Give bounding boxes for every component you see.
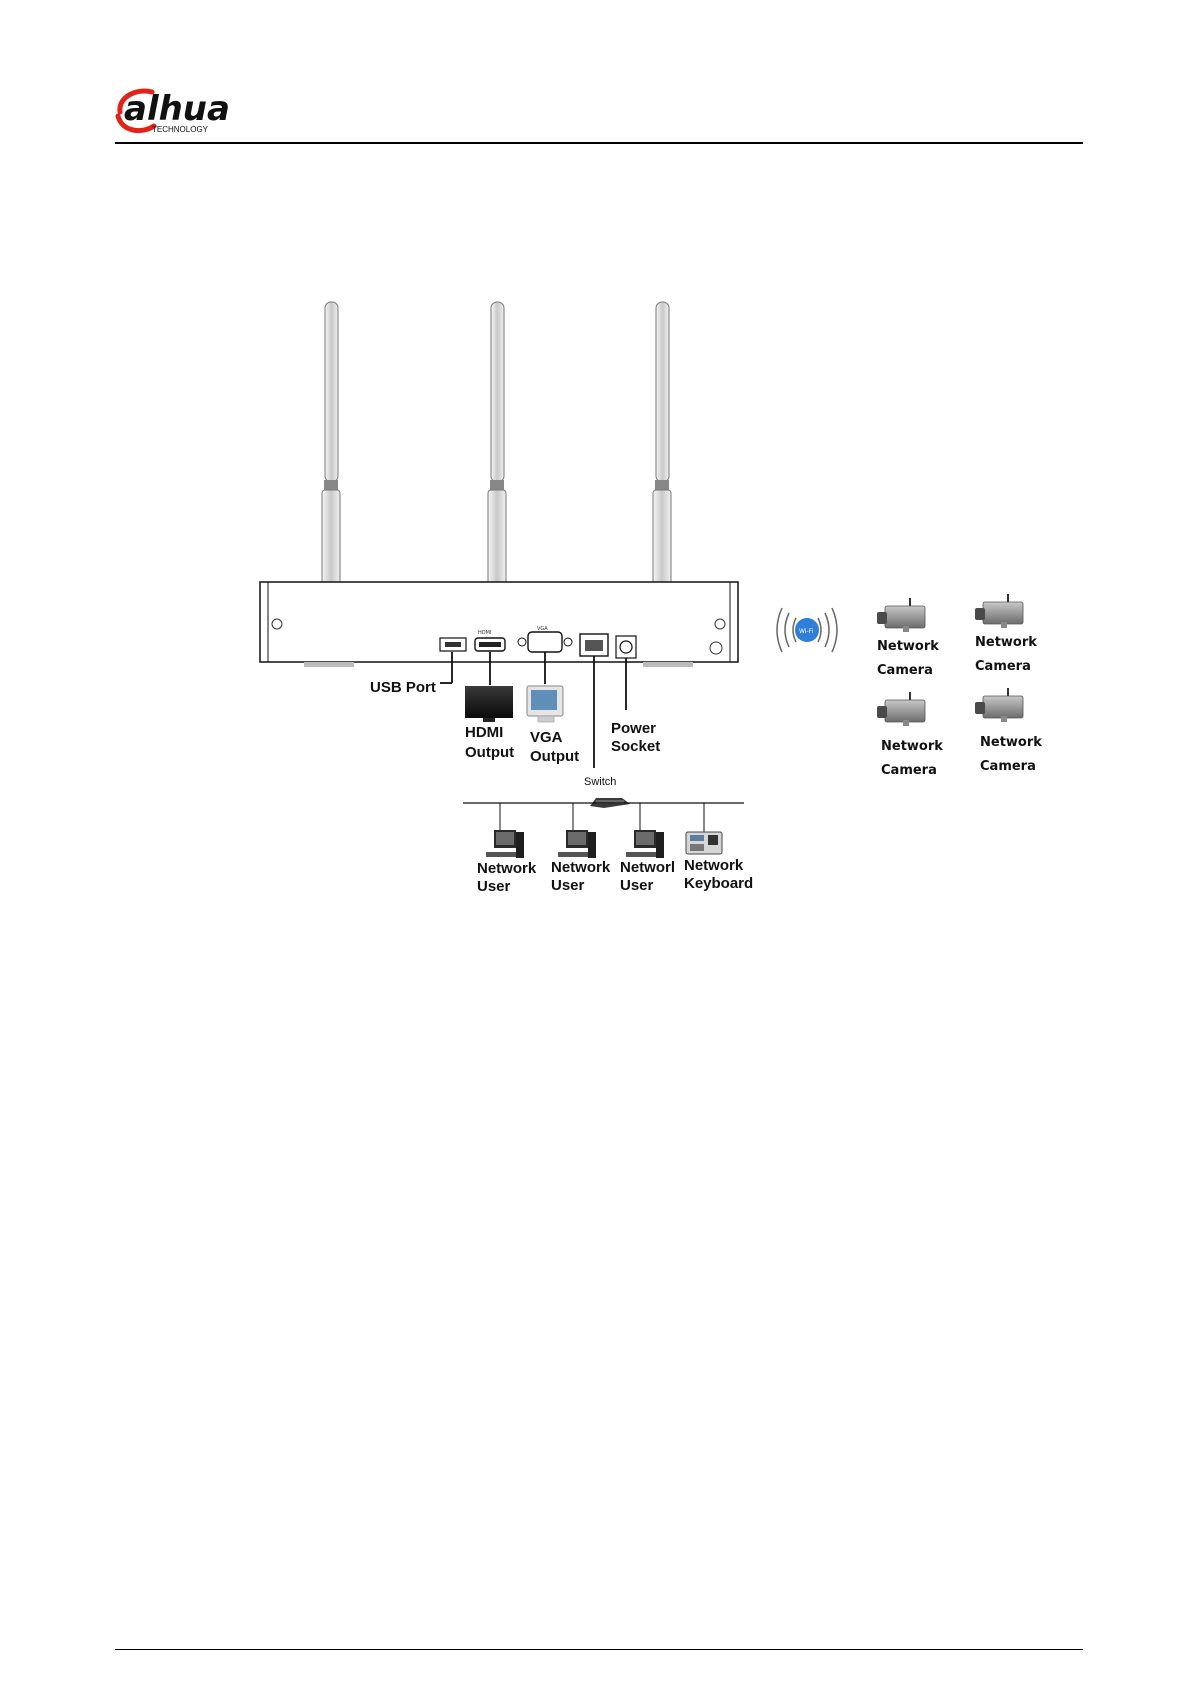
wifi-signal-icon: Wi-Fi	[777, 608, 837, 652]
usb-port-label: USB Port	[370, 679, 436, 696]
network-user-2-line1: Network	[551, 859, 611, 876]
network-keyboard-icon	[686, 832, 722, 854]
hdmi-output-label-line1: HDMI	[465, 724, 503, 741]
hdmi-output-label-line2: Output	[465, 744, 514, 761]
hdmi-port-label: HDMI	[478, 630, 491, 636]
vga-output-label-line2: Output	[530, 748, 579, 765]
vga-output-label-line1: VGA	[530, 729, 563, 746]
power-socket-label-line1: Power	[611, 720, 656, 737]
network-user-pc-icon	[486, 830, 524, 858]
vga-port-label: VGA	[537, 626, 548, 632]
network-camera-icon	[877, 692, 925, 726]
switch-label: Switch	[584, 776, 616, 788]
network-user-pc-icon	[558, 830, 596, 858]
network-user-1-line1: Network	[477, 860, 537, 877]
network-camera-icon	[975, 594, 1023, 628]
vga-port-icon	[528, 632, 562, 652]
power-socket-icon	[616, 636, 636, 658]
power-socket-label-line2: Socket	[611, 738, 660, 755]
antenna-left	[322, 302, 340, 625]
network-camera-4-line1: Network	[980, 735, 1042, 750]
nvr-rear-panel: HDMI VGA	[260, 582, 738, 667]
network-camera-4-line2: Camera	[980, 759, 1036, 774]
network-camera-1-line2: Camera	[877, 663, 933, 678]
network-user-1-line2: User	[477, 878, 511, 895]
network-user-pc-icon	[626, 830, 664, 858]
antenna-right	[653, 302, 671, 625]
network-user-2-line2: User	[551, 877, 585, 894]
network-keyboard-line1: Network	[684, 857, 744, 874]
vga-monitor-icon	[527, 686, 563, 722]
network-camera-1-line1: Network	[877, 639, 939, 654]
footer-rule	[115, 1649, 1083, 1650]
network-camera-icon	[877, 598, 925, 632]
network-user-3-line2: User	[620, 877, 654, 894]
network-camera-2-line2: Camera	[975, 659, 1031, 674]
antenna-middle	[488, 302, 506, 625]
network-camera-3-line2: Camera	[881, 763, 937, 778]
network-user-3-line1: Networl	[620, 859, 675, 876]
wifi-badge-label: Wi-Fi	[799, 628, 814, 635]
network-camera-3-line1: Network	[881, 739, 943, 754]
network-camera-icon	[975, 688, 1023, 722]
hdmi-monitor-icon	[465, 686, 513, 722]
network-camera-2-line1: Network	[975, 635, 1037, 650]
network-keyboard-line2: Keyboard	[684, 875, 753, 892]
